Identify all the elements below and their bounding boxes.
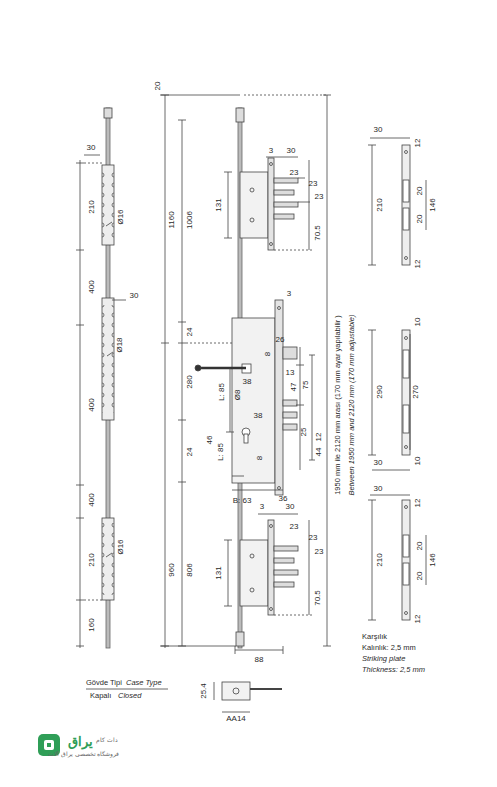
drawing-label: 3 [287, 290, 291, 298]
drawing-label: 88 [255, 656, 264, 664]
dimension-label: 20 [416, 572, 424, 581]
dimension-label: 25 [300, 428, 308, 437]
drawing-label: 38 [254, 412, 263, 420]
dimension-label: 8 [264, 352, 272, 356]
drawing-label: 26 [276, 336, 285, 344]
dimension-label: 47 [290, 383, 298, 392]
dimension-label: 46 [206, 436, 214, 445]
drawing-label: 38 [243, 378, 252, 386]
drawing-label: 23 [290, 523, 299, 531]
drawing-label: 30 [287, 147, 296, 155]
drawing-label: Kalınlık: 2,5 mm [362, 644, 416, 652]
drawing-label: Closed [118, 692, 141, 700]
drawing-label: Kapalı [90, 692, 111, 700]
dimension-label: 20 [416, 215, 424, 224]
drawing-label: فروشگاه تخصصی یراق آلات [48, 751, 119, 757]
dimension-label: Between 1950 mm and 2120 mm (170 mm adju… [348, 315, 356, 496]
drawing-label: 30 [286, 503, 295, 511]
dimension-label: 1950 mm ile 2120 mm arası (170 mm ayar y… [334, 315, 342, 495]
drawing-label: 30 [374, 485, 383, 493]
dimension-label: 1160 [168, 211, 176, 228]
drawing-label: 30 [374, 459, 383, 467]
dimension-label: 25.4 [200, 683, 208, 699]
drawing-label: یراق [68, 735, 93, 748]
drawing-label: دات کام [96, 737, 118, 743]
dimension-label: Ø8 [234, 390, 242, 401]
dimension-label: 12 [414, 260, 422, 269]
dimension-label: L: 85 [218, 383, 226, 401]
dimension-label: Ø16 [117, 209, 125, 224]
drawing-label: Karşılık [362, 633, 387, 641]
dimension-label: 12 [414, 499, 422, 508]
dimension-label: 10 [414, 457, 422, 466]
dimension-label: 70.5 [314, 590, 322, 606]
dimension-label: 400 [88, 398, 96, 411]
dimension-label: 12 [414, 139, 422, 148]
drawing-label: 36 [279, 495, 288, 503]
dimension-label: 20 [416, 187, 424, 196]
drawing-label: B: 63 [233, 497, 252, 505]
drawing-label: 3 [260, 503, 264, 511]
dimension-label: 12 [315, 433, 323, 442]
drawing-label: Striking plate [362, 655, 405, 663]
dimension-label: 44 [315, 448, 323, 457]
dimension-label: 20 [416, 542, 424, 551]
drawing-label: 23 [309, 534, 318, 542]
dimension-label: 10 [414, 318, 422, 327]
dimension-label: 290 [376, 385, 384, 398]
dimension-label: 806 [186, 563, 194, 576]
dimension-label: Ø18 [116, 337, 124, 352]
dimension-label: 75 [302, 381, 310, 390]
dimension-label: 210 [376, 553, 384, 566]
drawing-label: Case Type [126, 679, 162, 687]
drawing-label: 23 [309, 180, 318, 188]
dimension-label: 70.5 [314, 225, 322, 241]
dimension-label: 270 [412, 385, 420, 398]
drawing-label: AA14 [226, 715, 246, 723]
drawing-label: 30 [130, 292, 139, 300]
dimension-label: 210 [376, 198, 384, 211]
dimension-label: 1006 [186, 211, 194, 229]
dimension-label: 400 [88, 280, 96, 293]
drawing-label: 23 [290, 169, 299, 177]
dimension-label: 146 [429, 198, 437, 211]
drawing-label: 30 [87, 144, 96, 152]
drawing-label: 30 [374, 126, 383, 134]
dimension-label: 210 [88, 200, 96, 213]
dimension-label: 280 [186, 375, 194, 388]
dimension-label: 24 [186, 448, 194, 457]
dimension-label: 20 [154, 82, 162, 91]
drawing-label: 23 [315, 193, 324, 201]
dimension-label: L: 85 [217, 443, 225, 461]
drawing-label: 13 [286, 369, 295, 377]
dimension-label: 24 [186, 328, 194, 337]
dimension-label: 12 [414, 615, 422, 624]
drawing-label: 23 [315, 548, 324, 556]
dimension-label: 131 [215, 198, 223, 211]
drawing-label: 3 [269, 147, 273, 155]
drawing-label: Gövde Tipi [86, 679, 122, 687]
dimension-label: 400 [88, 493, 96, 506]
dimension-label: 960 [168, 563, 176, 576]
dimension-label: 146 [429, 553, 437, 566]
dimension-label: Ø16 [117, 539, 125, 554]
dimension-label: 131 [215, 566, 223, 579]
dimension-label: 8 [256, 456, 264, 460]
drawing-label: Thickness: 2,5 mm [362, 666, 425, 674]
dimension-label: 160 [88, 618, 96, 631]
dimension-label: 210 [88, 553, 96, 566]
